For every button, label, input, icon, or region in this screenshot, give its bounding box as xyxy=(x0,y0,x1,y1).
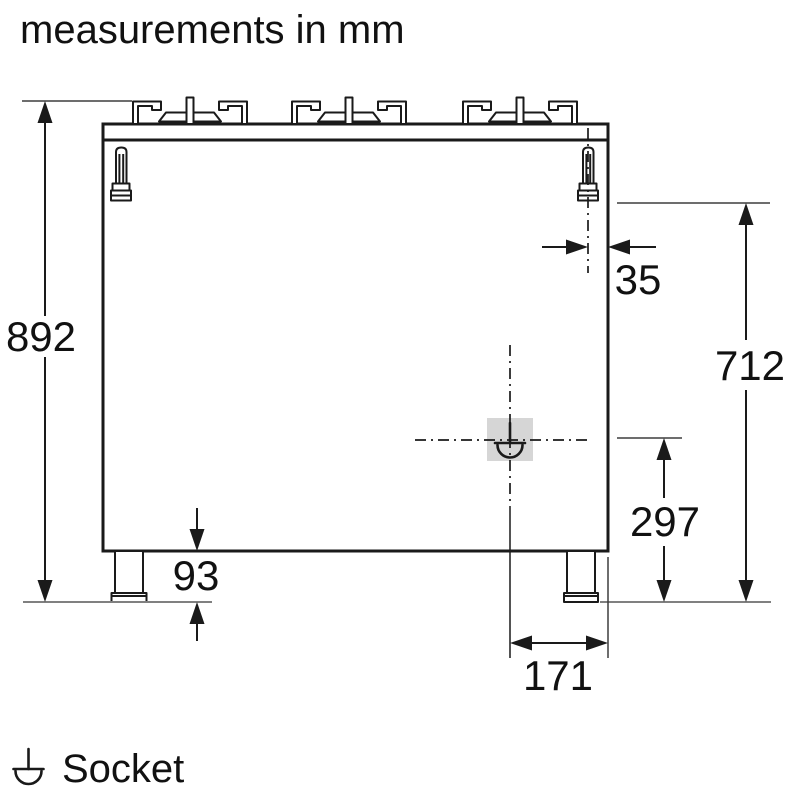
dimension-label-leg-height: 93 xyxy=(173,552,220,599)
burner-grate-left xyxy=(132,96,248,125)
dimension-overall-height: 892 xyxy=(6,101,76,602)
page-title: measurements in mm xyxy=(20,8,405,52)
dimension-label-gas-height: 712 xyxy=(715,342,785,389)
dimension-gas-offset: 35 xyxy=(542,239,662,303)
dimension-socket-height: 297 xyxy=(630,438,700,602)
burner-grates xyxy=(132,96,578,125)
dimension-leg-height: 93 xyxy=(173,508,220,641)
dimension-label-socket-height: 297 xyxy=(630,498,700,545)
dimension-socket-offset: 171 xyxy=(510,635,608,699)
dimension-label-socket-offset: 171 xyxy=(523,652,593,699)
socket-legend-label: Socket xyxy=(62,747,184,791)
leg-left xyxy=(110,550,148,603)
socket-legend-icon xyxy=(12,747,45,786)
connection-pipe-left xyxy=(110,146,132,202)
legend: Socket xyxy=(12,747,184,791)
appliance-outline xyxy=(101,122,610,553)
burner-grate-right xyxy=(462,96,578,125)
dimension-label-gas-offset: 35 xyxy=(615,256,662,303)
appliance-body xyxy=(101,122,610,553)
dimension-gas-height: 712 xyxy=(715,203,785,602)
socket-marker xyxy=(415,345,589,506)
leg-right xyxy=(563,550,599,603)
gas-connection-pipe-right xyxy=(577,128,599,273)
socket-icon xyxy=(493,421,527,459)
dimension-label-overall-height: 892 xyxy=(6,313,76,360)
burner-grate-center xyxy=(291,96,407,125)
